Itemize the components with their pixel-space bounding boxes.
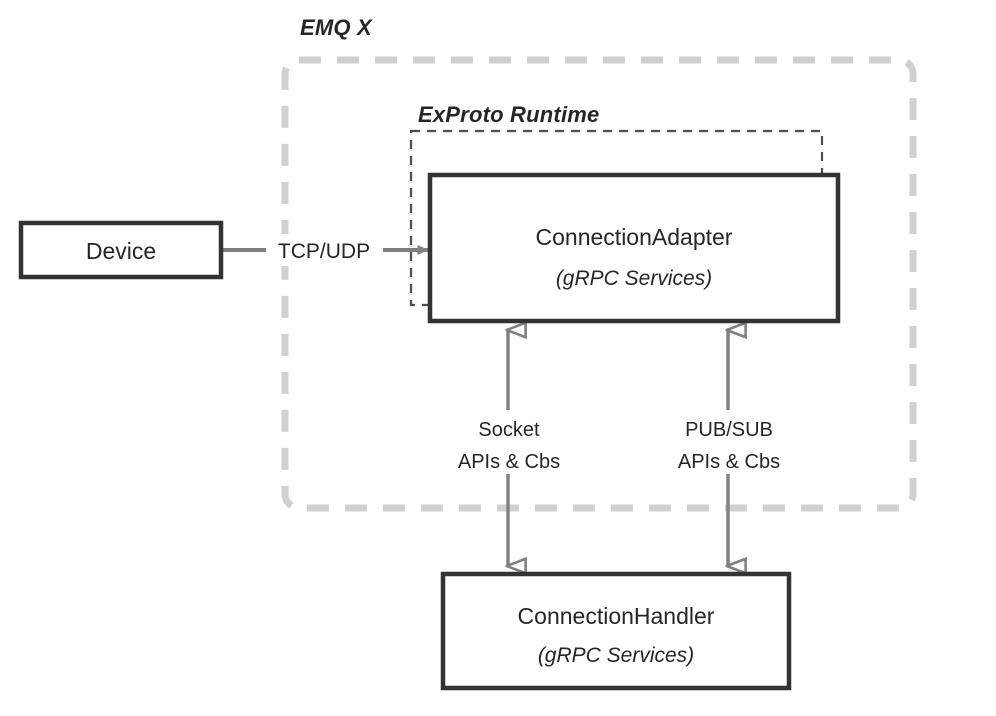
node-connection-adapter[interactable]: [427, 172, 841, 324]
edge-label-pubsub-line1: PUB/SUB: [685, 419, 773, 441]
node-connection-handler-title: ConnectionHandler: [518, 603, 715, 629]
edge-label-socket-backing: [448, 412, 570, 474]
edge-label-tcpudp: TCP/UDP: [278, 240, 370, 263]
node-device-title: Device: [86, 238, 156, 264]
group-title-emqx: EMQ X: [300, 15, 373, 40]
node-connection-adapter-title: ConnectionAdapter: [536, 224, 733, 250]
node-connection-handler[interactable]: [440, 571, 792, 691]
node-device[interactable]: [18, 220, 224, 280]
node-connection-adapter-subtitle: (gRPC Services): [556, 267, 712, 290]
edge-label-pubsub-line2: APIs & Cbs: [678, 451, 780, 473]
edge-label-socket-line1: Socket: [478, 419, 540, 441]
node-connection-handler-subtitle: (gRPC Services): [538, 644, 694, 667]
group-title-exproto: ExProto Runtime: [418, 102, 599, 127]
edge-label-tcpudp-backing: [266, 234, 383, 266]
edge-label-pubsub-backing: [665, 412, 793, 474]
edge-label-socket-line2: APIs & Cbs: [458, 451, 560, 473]
